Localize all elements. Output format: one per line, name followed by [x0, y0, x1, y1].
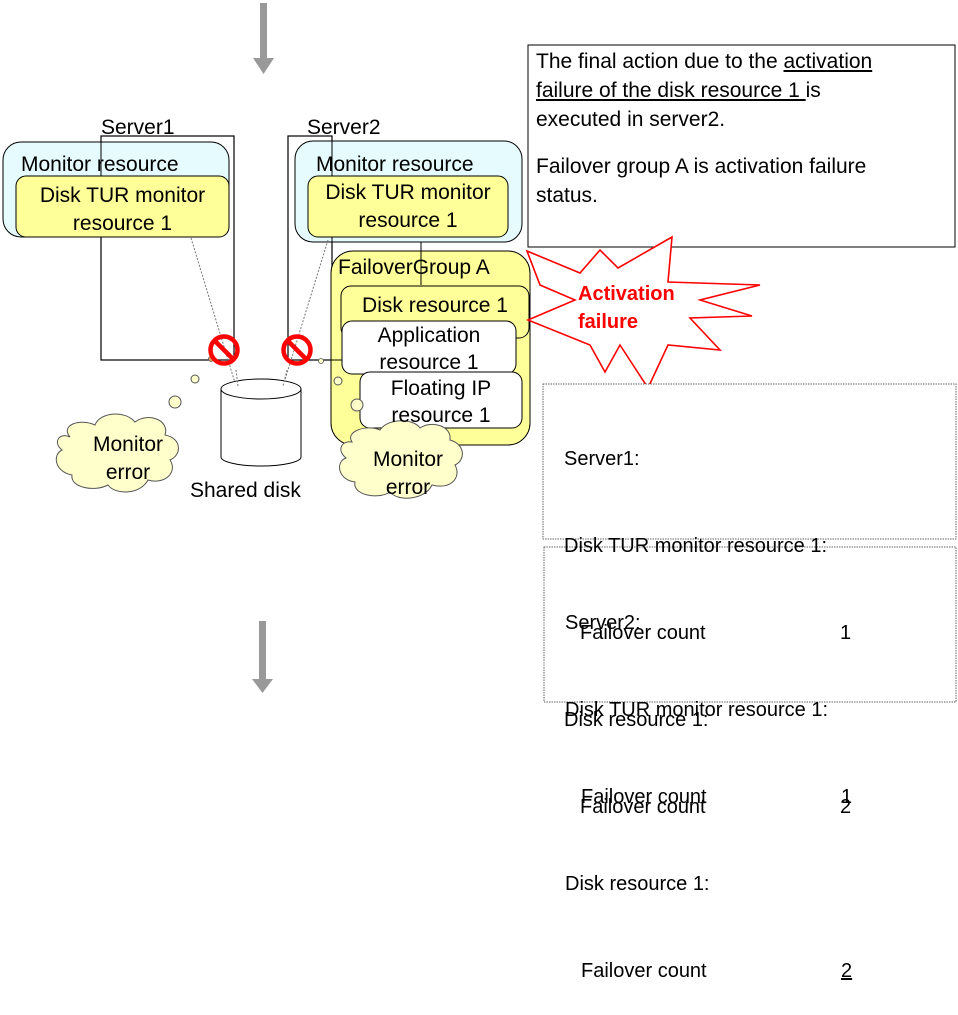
flow-arrow-bottom-icon	[252, 621, 273, 693]
server1-monitor-failover-count: 1	[840, 622, 852, 644]
flow-arrow-top-icon	[253, 3, 274, 74]
monitor-error-cloud-right	[339, 420, 463, 499]
server2-status-panel	[543, 546, 957, 703]
floating-ip-resource-label: Floating IP resource 1	[390, 377, 492, 427]
server2-status-text: Server2: Disk TUR monitor resource 1: Fa…	[565, 551, 852, 1015]
activation-failure-burst	[525, 235, 761, 390]
server2-disk-failover-count: 2	[841, 960, 853, 982]
monitor-error-right-label: Monitor error	[372, 448, 444, 499]
shared-disk-label: Shared disk	[190, 479, 301, 502]
prohibit-icon-server1	[208, 334, 240, 366]
note-text: The final action due to the activation f…	[536, 50, 873, 207]
monitor-error-cloud-left	[55, 413, 179, 493]
server2-monitor-group-label: Monitor resource	[316, 153, 474, 176]
application-resource-label: Application resource 1	[377, 324, 481, 374]
server2-monitor-label: Disk TUR monitor resource 1	[325, 181, 491, 232]
shared-disk-icon	[220, 378, 302, 467]
activation-failure-label: Activation failure	[578, 283, 675, 333]
server1-label: Server1	[101, 116, 175, 139]
server2-monitor-box	[307, 175, 509, 238]
server1-monitor-label: Disk TUR monitor resource 1	[39, 184, 206, 235]
diagram-canvas	[2, 3, 957, 703]
server2-label: Server2	[307, 116, 381, 139]
monitor-error-left-label: Monitor error	[92, 433, 164, 484]
failover-group-label: FailoverGroup A	[338, 256, 490, 279]
prohibit-icon-server2	[281, 334, 313, 366]
server2-monitor-failover-count: 1	[841, 786, 853, 808]
server1-status-panel	[542, 383, 957, 540]
disk-resource-label: Disk resource 1	[362, 294, 508, 317]
note-box	[527, 44, 956, 248]
server1-monitor-group-label: Monitor resource	[21, 153, 179, 176]
server1-monitor-box	[15, 175, 230, 238]
